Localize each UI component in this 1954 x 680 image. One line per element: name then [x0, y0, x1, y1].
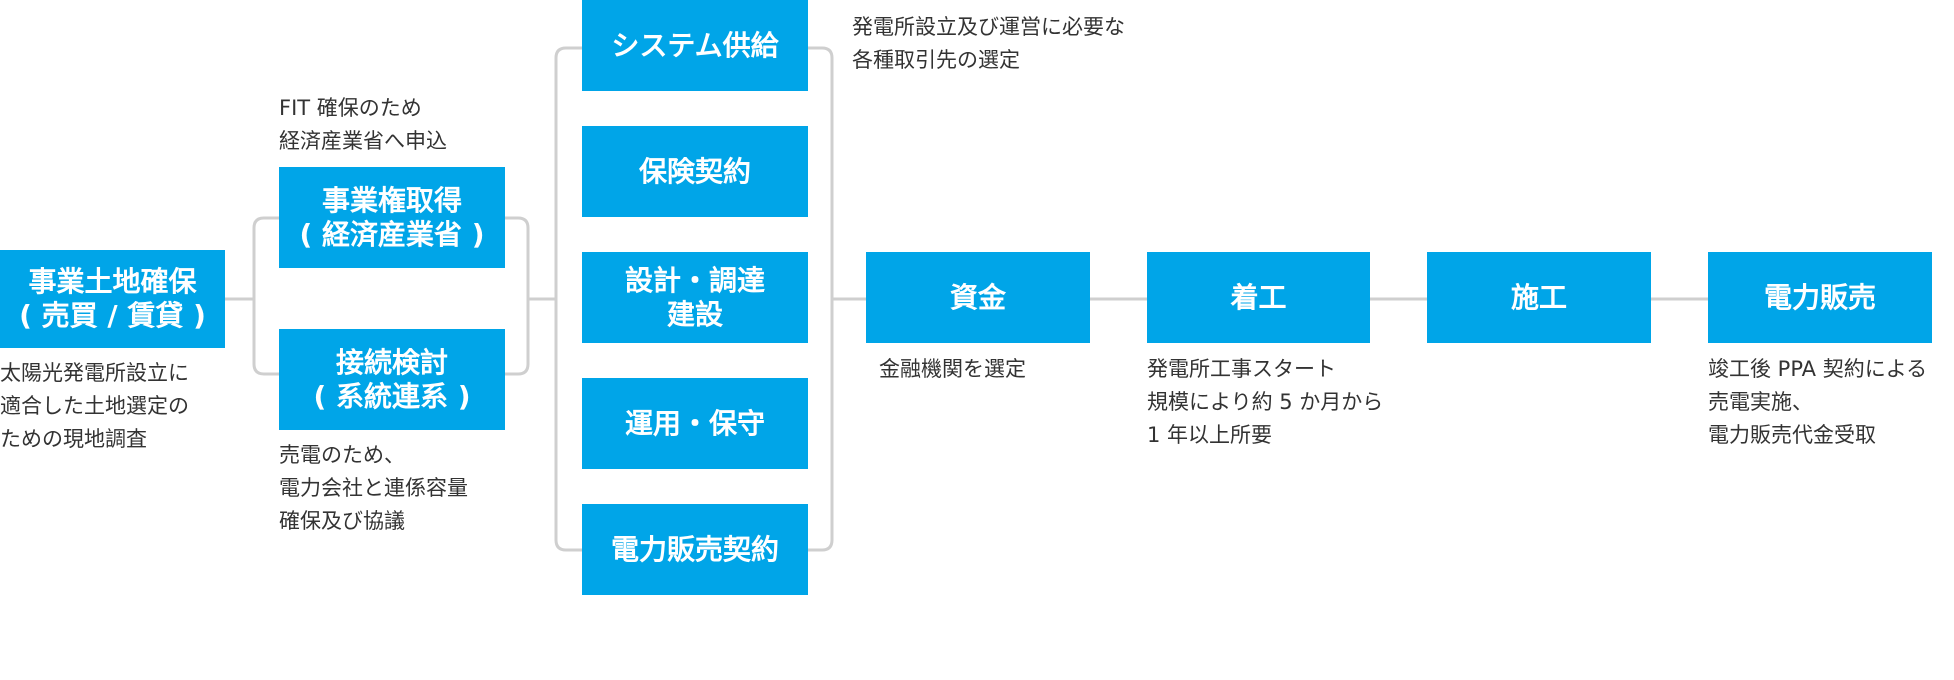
note-rights-line1: FIT 確保のため	[279, 96, 422, 120]
box-grid-connection-line1: 接続検討	[335, 345, 448, 379]
note-start-line2: 規模により約 5 か月から	[1147, 390, 1384, 414]
box-design-procurement-line1: 設計・調達	[624, 263, 765, 297]
note-system-supply: 発電所設立及び運営に必要な 各種取引先の選定	[852, 11, 1125, 77]
note-grid-line1: 売電のため、	[279, 443, 405, 467]
box-system-supply-label: システム供給	[611, 28, 779, 62]
note-land-line2: 適合した土地選定の	[0, 394, 189, 418]
note-land-line3: ための現地調査	[0, 427, 147, 451]
box-land-acquisition-line2: ( 売買 / 賃貸 )	[19, 299, 206, 332]
box-operation-maintenance: 運用・保守	[582, 378, 808, 469]
note-system-line2: 各種取引先の選定	[852, 48, 1020, 72]
box-power-sales-contract: 電力販売契約	[582, 504, 808, 595]
box-power-sales: 電力販売	[1708, 252, 1932, 343]
note-grid-connection: 売電のため、 電力会社と連係容量 確保及び協議	[279, 439, 468, 538]
note-rights-line2: 経済産業省へ申込	[279, 129, 447, 153]
bracket-contracts-right	[808, 46, 834, 552]
box-insurance-contract-label: 保険契約	[638, 154, 751, 188]
note-sales-line3: 電力販売代金受取	[1708, 423, 1876, 447]
box-construction-start-label: 着工	[1230, 280, 1287, 314]
box-power-sales-contract-label: 電力販売契約	[610, 532, 779, 566]
note-sales-line1: 竣工後 PPA 契約による	[1708, 357, 1928, 381]
note-start-line3: 1 年以上所要	[1147, 423, 1273, 447]
note-sales-line2: 売電実施、	[1708, 390, 1813, 414]
box-system-supply: システム供給	[582, 0, 808, 91]
box-business-rights-line1: 事業権取得	[321, 183, 462, 217]
box-grid-connection-line2: ( 系統連系 )	[313, 379, 471, 413]
note-power-sales: 竣工後 PPA 契約による 売電実施、 電力販売代金受取	[1708, 353, 1927, 452]
bracket-rights-grid-right	[505, 216, 530, 376]
note-business-rights: FIT 確保のため 経済産業省へ申込	[279, 92, 447, 158]
bracket-rights-grid-left	[252, 216, 279, 376]
box-construction-label: 施工	[1510, 280, 1567, 314]
note-grid-line2: 電力会社と連係容量	[279, 476, 468, 500]
box-land-acquisition-line1: 事業土地確保	[28, 265, 197, 299]
box-business-rights: 事業権取得 ( 経済産業省 )	[279, 167, 505, 268]
note-construction-start: 発電所工事スタート 規模により約 5 か月から 1 年以上所要	[1147, 353, 1383, 452]
note-land-acquisition: 太陽光発電所設立に 適合した土地選定の ための現地調査	[0, 357, 189, 456]
note-land-line1: 太陽光発電所設立に	[0, 361, 189, 385]
box-construction: 施工	[1427, 252, 1651, 343]
box-insurance-contract: 保険契約	[582, 126, 808, 217]
box-grid-connection: 接続検討 ( 系統連系 )	[279, 329, 505, 430]
box-land-acquisition: 事業土地確保 ( 売買 / 賃貸 )	[0, 250, 225, 348]
box-funding-label: 資金	[949, 280, 1006, 314]
box-funding: 資金	[866, 252, 1090, 343]
box-design-procurement-line2: 建設	[666, 297, 723, 331]
box-operation-maintenance-label: 運用・保守	[624, 406, 765, 440]
bracket-contracts-left	[554, 46, 582, 552]
note-funding-line1: 金融機関を選定	[879, 357, 1026, 381]
note-grid-line3: 確保及び協議	[279, 509, 405, 533]
note-start-line1: 発電所工事スタート	[1147, 357, 1336, 381]
box-design-procurement: 設計・調達 建設	[582, 252, 808, 343]
box-construction-start: 着工	[1147, 252, 1370, 343]
note-system-line1: 発電所設立及び運営に必要な	[852, 15, 1125, 39]
box-power-sales-label: 電力販売	[1763, 280, 1876, 314]
box-business-rights-line2: ( 経済産業省 )	[299, 217, 485, 251]
note-funding: 金融機関を選定	[879, 353, 1026, 386]
